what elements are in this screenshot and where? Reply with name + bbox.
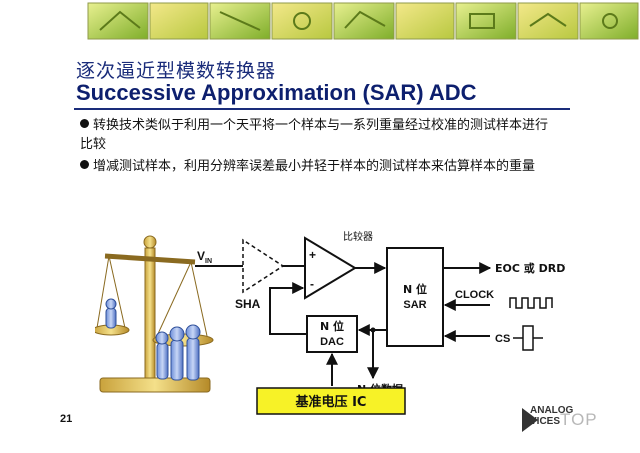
sha-label: SHA <box>235 297 261 311</box>
watermark: TOP <box>560 410 598 429</box>
title-underline <box>74 108 570 110</box>
sha-triangle <box>242 238 285 294</box>
sar-label-line2: SAR <box>403 299 426 311</box>
eoc-label: EOC 或 DRDY <box>495 261 565 275</box>
balance-scale-illustration <box>95 235 214 393</box>
dac-block <box>306 315 358 353</box>
cs-pulse-icon <box>513 325 543 351</box>
sar-block <box>386 247 444 347</box>
analog-devices-logo <box>522 408 538 432</box>
slide-title-chinese: 逐次逼近型模数转换器 <box>76 60 277 82</box>
vin-label: VIN <box>197 249 212 265</box>
logo-line1: ANALOG <box>530 405 574 416</box>
slide-title-english: Successive Approximation (SAR) ADC <box>76 80 477 105</box>
header-banner <box>0 0 640 46</box>
dac-label-line1: N 位 <box>320 319 344 333</box>
reference-ic-box <box>256 387 406 415</box>
junction-dot <box>370 327 376 333</box>
bullet-item-2: 增减测试样本，利用分辨率误差最小并轻于样本的测试样本来估算样本的重量 <box>80 157 560 176</box>
cs-label: CS <box>495 333 510 345</box>
clock-label: CLOCK <box>455 289 494 301</box>
dac-label-line2: DAC <box>320 336 344 348</box>
clock-waveform-icon <box>509 297 553 309</box>
reference-ic-label: 基准电压 IC <box>295 394 367 410</box>
bullet-text-2: 增减测试样本，利用分辨率误差最小并轻于样本的测试样本来估算样本的重量 <box>93 159 536 174</box>
comparator-triangle <box>304 236 357 300</box>
bullet-dot-icon <box>80 160 89 169</box>
logo-line2: VICES <box>530 416 561 427</box>
sar-adc-diagram: VIN SHA + - 比较器 N 位 SAR EOC 或 DRDY CLOCK… <box>95 230 565 415</box>
bullet-item-1: 转换技术类似于利用一个天平将一个样本与一系列重量经过校准的测试样本进行比较 <box>80 116 560 154</box>
comparator-minus: - <box>310 277 314 291</box>
bullet-dot-icon <box>80 119 89 128</box>
page-number: 21 <box>60 413 73 425</box>
comparator-label: 比较器 <box>343 230 373 243</box>
sar-label-line1: N 位 <box>403 282 427 296</box>
dac-feedback-line <box>269 282 307 335</box>
bullet-text-1: 转换技术类似于利用一个天平将一个样本与一系列重量经过校准的测试样本进行比较 <box>80 118 549 152</box>
banner-tile-group <box>87 2 639 40</box>
comparator-plus: + <box>309 248 316 262</box>
logo-text: ANALOG VICES <box>530 405 573 427</box>
banner-tiles <box>87 2 639 40</box>
